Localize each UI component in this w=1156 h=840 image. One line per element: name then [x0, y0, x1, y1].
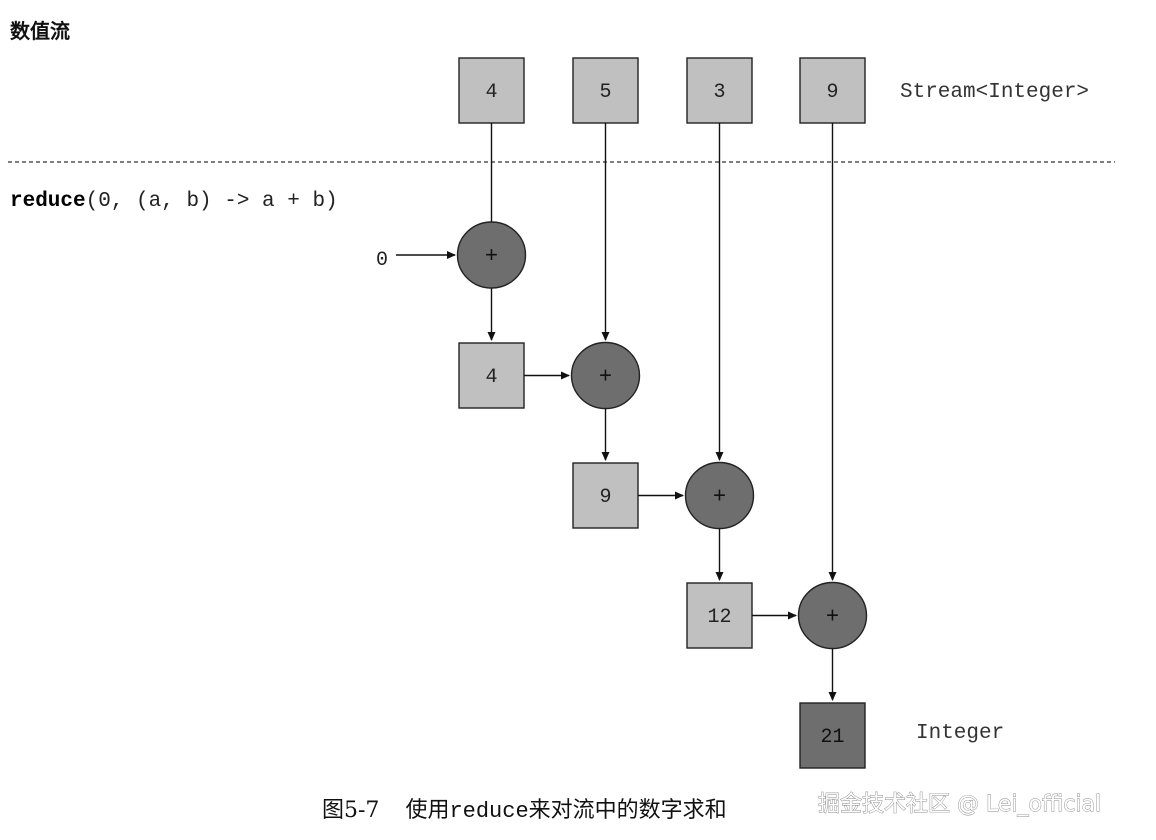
operator-3: +	[684, 461, 755, 530]
final-result-value: 21	[820, 726, 844, 749]
partial-result-3: 12	[686, 582, 753, 649]
stream-value-1: 4	[485, 81, 497, 104]
stream-element-1: 4	[458, 57, 525, 124]
partial-result-2: 9	[572, 462, 639, 529]
section-title: 数值流	[10, 19, 70, 43]
operator-3-symbol: +	[713, 485, 726, 510]
operator-4: +	[797, 581, 868, 650]
partial-value-3: 12	[707, 606, 731, 629]
stream-value-4: 9	[826, 81, 838, 104]
operator-2: +	[570, 341, 641, 410]
caption-figure-number: 图5-7	[322, 798, 379, 823]
caption-code: reduce	[449, 799, 528, 824]
reduce-expression: reduce(0, (a, b) -> a + b)	[10, 190, 338, 213]
partial-value-2: 9	[599, 486, 611, 509]
figure-caption: 图5-7 使用reduce来对流中的数字求和	[322, 798, 727, 824]
operator-1: +	[456, 221, 527, 289]
partial-result-1: 4	[458, 342, 525, 409]
stream-type-label: Stream<Integer>	[900, 81, 1089, 104]
operator-1-symbol: +	[485, 244, 498, 269]
final-result: 21	[799, 702, 866, 769]
reduce-arguments: (0, (a, b) -> a + b)	[86, 190, 338, 213]
stream-value-2: 5	[599, 81, 611, 104]
operator-4-symbol: +	[826, 605, 839, 630]
stream-element-3: 3	[686, 57, 753, 124]
stream-value-3: 3	[713, 81, 725, 104]
stream-element-2: 5	[572, 57, 639, 124]
watermark-text: 掘金技术社区 @ Lei_official	[818, 792, 1101, 817]
operator-2-symbol: +	[599, 365, 612, 390]
partial-value-1: 4	[485, 366, 497, 389]
result-type-label: Integer	[916, 722, 1004, 745]
reduce-method-name: reduce	[10, 190, 86, 213]
caption-text-before: 使用	[405, 798, 449, 823]
stream-element-4: 9	[799, 57, 866, 124]
caption-text-after: 来对流中的数字求和	[529, 798, 727, 823]
initial-value: 0	[376, 249, 388, 272]
